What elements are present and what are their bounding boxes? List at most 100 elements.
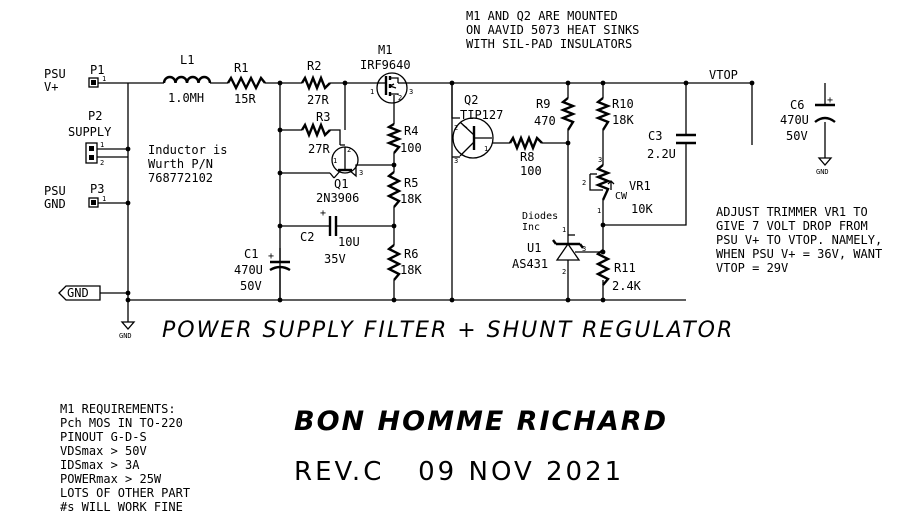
c1-voltage: 50V [240, 279, 262, 293]
r6-ref: R6 [404, 247, 418, 261]
p2-name: SUPPLY [68, 125, 112, 139]
adjust-note: ADJUST TRIMMER VR1 TO GIVE 7 VOLT DROP F… [716, 205, 882, 275]
trimmer-vr1: VR1 10K CW 3 2 1 [582, 156, 653, 216]
c2-voltage: 35V [324, 252, 346, 266]
r3-ref: R3 [316, 110, 330, 124]
vr1-cw: CW [615, 191, 628, 202]
header-note-line-3: WITH SIL-PAD INSULATORS [466, 37, 632, 51]
capacitor-c6: + C6 470U 50V [780, 95, 836, 143]
p2-ref: P2 [88, 109, 102, 123]
r9-value: 470 [534, 114, 556, 128]
subtitle: POWER SUPPLY FILTER + SHUNT REGULATOR [162, 318, 734, 343]
resistor-r9: R9 470 [534, 97, 577, 131]
r3-value: 27R [308, 142, 330, 156]
r6-value: 18K [400, 263, 422, 277]
r1-value: 15R [234, 92, 256, 106]
p1-ref: P1 [90, 63, 104, 77]
r9-ref: R9 [536, 97, 550, 111]
resistor-r3: R3 27R [300, 110, 331, 156]
l1-value: 1.0MH [168, 91, 204, 105]
p3-label-2: GND [44, 197, 66, 211]
u1-ref: U1 [527, 241, 541, 255]
resistor-r11: R11 2.4K [595, 249, 642, 293]
project-title: BON HOMME RICHARD [294, 406, 668, 437]
c6-plus: + [827, 95, 833, 106]
p1-label-1: PSU [44, 67, 66, 81]
u1-maker-1: Diodes [522, 211, 558, 222]
inductor-note-line-1: Inductor is [148, 143, 227, 157]
transistor-q1: Q1 2N3906 1 2 3 [316, 144, 376, 205]
shunt-regulator-u1: Diodes Inc U1 AS431 1 3 2 [512, 211, 586, 276]
c6-voltage: 50V [786, 129, 808, 143]
inductor-note-line-3: 768772102 [148, 171, 213, 185]
p2-pin2: 2 [100, 159, 104, 167]
requirements-line-1: M1 REQUIREMENTS: [60, 402, 176, 416]
p2-pin1: 1 [100, 141, 104, 149]
gnd-net-tag: GND [58, 285, 101, 301]
ground-symbol-c6: GND [816, 157, 833, 176]
p3-pin: 1 [102, 195, 106, 203]
resistor-r2: R2 27R [300, 59, 331, 107]
requirements-line-5: IDSmax > 3A [60, 458, 140, 472]
q2-ref: Q2 [464, 93, 478, 107]
r5-value: 18K [400, 192, 422, 206]
transistor-q2: Q2 TIP127 1 2 3 [452, 93, 503, 165]
inductor-note: Inductor is Wurth P/N 768772102 [148, 143, 227, 185]
u1-pin1: 1 [562, 226, 566, 234]
p3-label-1: PSU [44, 184, 66, 198]
q1-ref: Q1 [334, 177, 348, 191]
q1-pin3: 3 [359, 169, 363, 177]
m1-pin3: 3 [409, 88, 413, 96]
r4-value: 100 [400, 141, 422, 155]
vr1-pin2: 2 [582, 179, 586, 187]
gnd-tag-label: GND [67, 286, 89, 300]
q2-pin1: 1 [484, 145, 488, 153]
adjust-note-line-4: WHEN PSU V+ = 36V, WANT [716, 247, 882, 261]
c2-value: 10U [338, 235, 360, 249]
mosfet-m1: M1 IRF9640 1 2 3 [360, 43, 413, 104]
requirements-line-4: VDSmax > 50V [60, 444, 147, 458]
m1-pin2: 2 [398, 94, 402, 102]
c3-ref: C3 [648, 129, 662, 143]
q2-pin2: 2 [454, 124, 458, 132]
r8-ref: R8 [520, 150, 534, 164]
r1-ref: R1 [234, 61, 248, 75]
requirements-line-3: PINOUT G-D-S [60, 430, 147, 444]
r10-ref: R10 [612, 97, 634, 111]
adjust-note-line-5: VTOP = 29V [716, 261, 788, 275]
c2-plus: + [320, 208, 326, 219]
vr1-pin3: 3 [598, 156, 602, 164]
connector-p1: P1 1 PSU V+ [44, 63, 110, 94]
q2-pin3: 3 [454, 157, 458, 165]
q1-pin1: 1 [333, 157, 337, 165]
r11-value: 2.4K [612, 279, 642, 293]
m1-ref: M1 [378, 43, 392, 57]
resistor-r4: R4 100 [385, 122, 422, 155]
c2-ref: C2 [300, 230, 314, 244]
wires [100, 82, 826, 322]
adjust-note-line-3: PSU V+ TO VTOP. NAMELY, [716, 233, 882, 247]
c1-plus: + [268, 251, 274, 262]
adjust-note-line-2: GIVE 7 VOLT DROP FROM [716, 219, 868, 233]
r2-ref: R2 [307, 59, 321, 73]
r2-value: 27R [307, 93, 329, 107]
r5-ref: R5 [404, 176, 418, 190]
c1-value: 470U [234, 263, 263, 277]
r8-value: 100 [520, 164, 542, 178]
c1-ref: C1 [244, 247, 258, 261]
m1-pin1: 1 [370, 88, 374, 96]
r11-ref: R11 [614, 261, 636, 275]
p1-pin: 1 [102, 75, 106, 83]
header-note: M1 AND Q2 ARE MOUNTED ON AAVID 5073 HEAT… [466, 9, 639, 51]
vtop-net-label: VTOP [709, 68, 738, 82]
ground-symbol-label: GND [119, 332, 132, 340]
capacitor-c2: + C2 10U 35V [300, 208, 360, 266]
q1-value: 2N3906 [316, 191, 359, 205]
ground-symbol: GND [119, 321, 136, 340]
header-note-line-2: ON AAVID 5073 HEAT SINKS [466, 23, 639, 37]
connector-p2: P2 SUPPLY 1 2 [68, 109, 112, 167]
vr1-ref: VR1 [629, 179, 651, 193]
m1-value: IRF9640 [360, 58, 411, 72]
resistor-r1: R1 15R [226, 61, 266, 106]
header-note-line-1: M1 AND Q2 ARE MOUNTED [466, 9, 618, 23]
